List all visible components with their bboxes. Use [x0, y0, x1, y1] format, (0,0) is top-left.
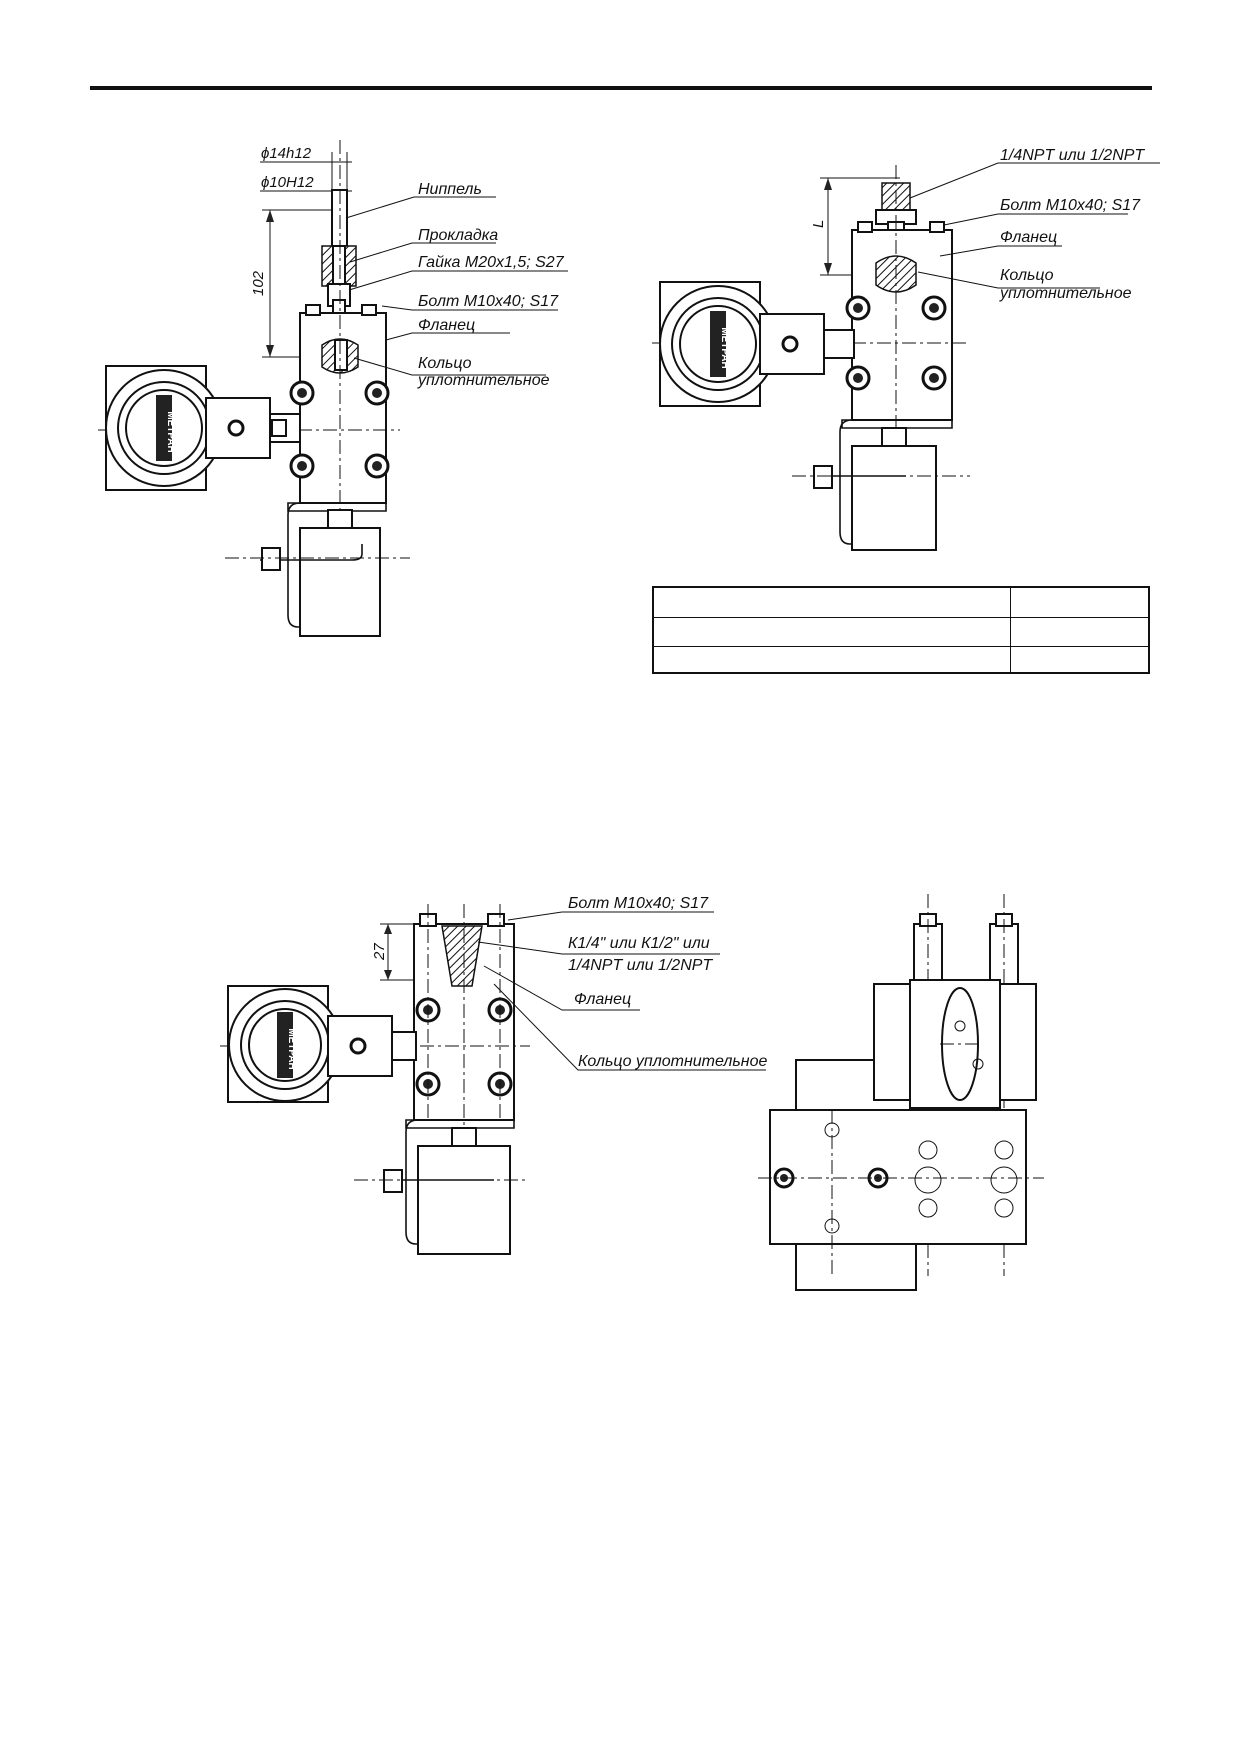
figure-top-left: ϕ14h12 ϕ10H12 102	[98, 140, 568, 640]
dim-height: 27	[371, 943, 388, 961]
logo-text: МЕТРАН	[719, 327, 730, 368]
table-column-divider	[1010, 588, 1011, 672]
label-thread: 1/4NPT или 1/2NPT	[1000, 147, 1145, 164]
header-rule	[90, 86, 1152, 90]
dim-outer-diameter: ϕ14h12	[261, 145, 312, 162]
table-row	[654, 646, 1148, 672]
dim-inner-diameter: ϕ10H12	[261, 174, 314, 191]
label-gasket: Прокладка	[418, 227, 498, 244]
figure-top-right: L МЕТРАН	[652, 147, 1160, 551]
label-bolt: Болт М10х40; S17	[1000, 197, 1141, 214]
label-bolt: Болт М10х40; S17	[418, 293, 559, 310]
logo-text: МЕТРАН	[165, 411, 176, 452]
label-thread-line2: 1/4NPT или 1/2NPT	[568, 957, 713, 974]
logo-text: МЕТРАН	[286, 1028, 297, 1069]
dim-height: 102	[250, 270, 267, 296]
label-ring-line2: уплотнительное	[999, 285, 1132, 302]
bolt-heads	[289, 380, 390, 479]
data-table	[652, 586, 1150, 674]
label-thread-line1: К1/4" или К1/2" или	[568, 935, 710, 952]
label-flange: Фланец	[418, 317, 475, 334]
figure-bottom-right	[758, 894, 1044, 1291]
label-ring-line2: уплотнительное	[417, 372, 550, 389]
dim-length: L	[810, 220, 827, 228]
label-nipple: Ниппель	[418, 181, 482, 198]
label-ring: Кольцо уплотнительное	[578, 1053, 768, 1070]
table-row	[654, 617, 1148, 647]
label-flange: Фланец	[1000, 229, 1057, 246]
label-flange: Фланец	[574, 991, 631, 1008]
table-row	[654, 588, 1148, 618]
label-nut: Гайка М20х1,5; S27	[418, 254, 565, 271]
label-bolt: Болт М10х40; S17	[568, 895, 709, 912]
label-ring-line1: Кольцо	[1000, 267, 1054, 284]
figure-bottom-left: 27 МЕТРАН Бо	[220, 895, 768, 1255]
label-ring-line1: Кольцо	[418, 355, 472, 372]
